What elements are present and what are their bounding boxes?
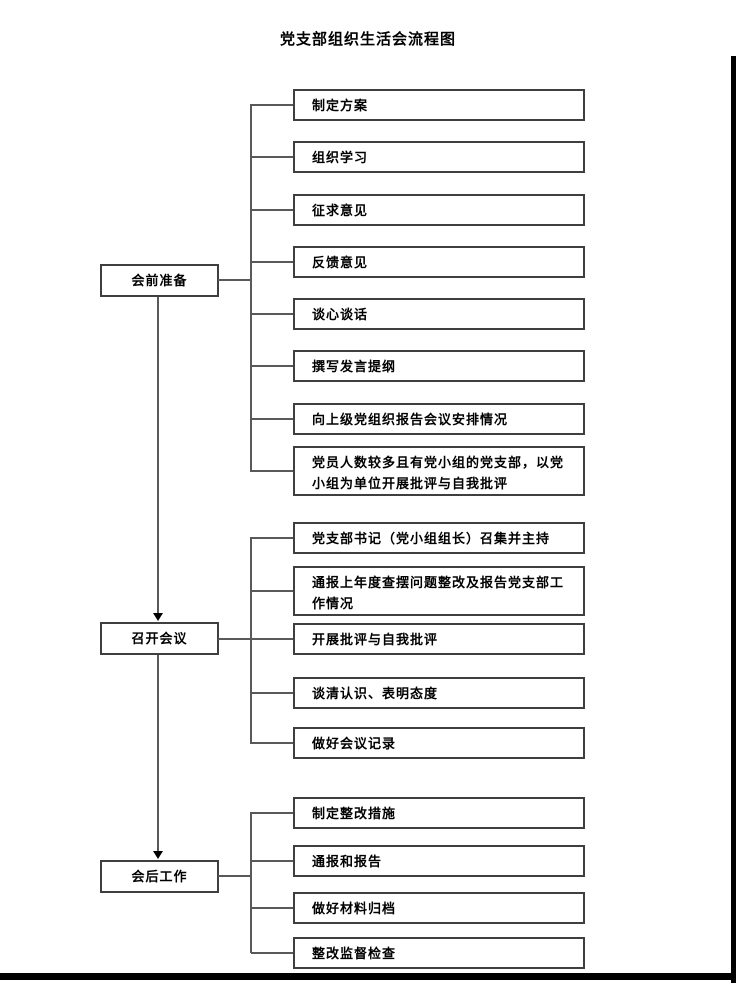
stage2-connector-line xyxy=(218,638,293,640)
step-box: 反馈意见 xyxy=(293,246,585,278)
step-box: 征求意见 xyxy=(293,194,585,226)
stage3-stub-line xyxy=(251,952,293,954)
step-box: 通报和报告 xyxy=(293,845,585,877)
step-box: 制定方案 xyxy=(293,89,585,121)
flow-arrow-line xyxy=(157,655,159,852)
stage-box-meeting: 召开会议 xyxy=(100,622,219,655)
step-box: 谈清认识、表明态度 xyxy=(293,677,585,709)
stage1-stub-line xyxy=(251,156,293,158)
stage1-stub-line xyxy=(251,261,293,263)
step-box: 开展批评与自我批评 xyxy=(293,623,585,655)
arrow-down-icon xyxy=(153,851,163,859)
step-box: 党员人数较多且有党小组的党支部，以党小组为单位开展批评与自我批评 xyxy=(293,446,585,496)
stage2-stub-line xyxy=(251,537,293,539)
step-box: 整改监督检查 xyxy=(293,937,585,969)
stage2-stub-line xyxy=(251,742,293,744)
arrow-down-icon xyxy=(153,613,163,621)
stage1-stub-line xyxy=(251,104,293,106)
step-box: 向上级党组织报告会议安排情况 xyxy=(293,403,585,435)
step-box: 通报上年度查摆问题整改及报告党支部工作情况 xyxy=(293,566,585,616)
diagram-title: 党支部组织生活会流程图 xyxy=(279,31,456,48)
step-box: 撰写发言提纲 xyxy=(293,350,585,382)
stage-box-pre-meeting: 会前准备 xyxy=(100,264,219,297)
step-box: 组织学习 xyxy=(293,141,585,173)
step-box: 党支部书记（党小组组长）召集并主持 xyxy=(293,522,585,554)
stage1-stub-line xyxy=(251,470,293,472)
stage1-stub-line xyxy=(251,418,293,420)
stage-box-post-meeting: 会后工作 xyxy=(100,860,219,893)
stage3-stub-line xyxy=(251,907,293,909)
stage1-stub-line xyxy=(251,365,293,367)
flow-arrow-line xyxy=(157,297,159,614)
stage3-stub-line xyxy=(251,860,293,862)
stage3-spine-line xyxy=(250,812,252,953)
stage1-stub-line xyxy=(251,209,293,211)
stage2-spine-line xyxy=(250,537,252,744)
page-edge-right xyxy=(731,56,736,983)
stage1-stub-line xyxy=(251,313,293,315)
stage2-stub-line xyxy=(251,590,293,592)
step-box: 做好会议记录 xyxy=(293,727,585,759)
stage2-stub-line xyxy=(251,692,293,694)
stage3-connector-line xyxy=(218,875,251,877)
stage3-stub-line xyxy=(251,812,293,814)
step-box: 制定整改措施 xyxy=(293,797,585,829)
page-edge-bottom xyxy=(0,973,736,980)
stage1-spine-line xyxy=(250,104,252,472)
step-box: 做好材料归档 xyxy=(293,892,585,924)
step-box: 谈心谈话 xyxy=(293,298,585,330)
stage1-connector-line xyxy=(218,279,251,281)
